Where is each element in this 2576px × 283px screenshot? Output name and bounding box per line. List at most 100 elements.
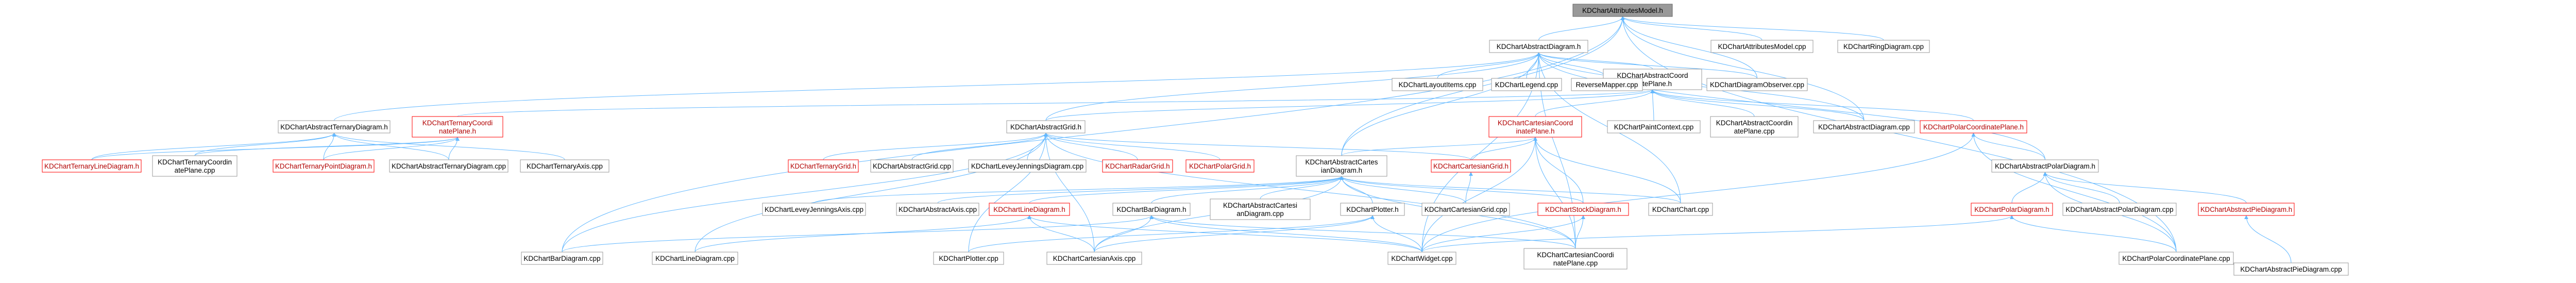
graph-node[interactable]: KDChartLeveyJenningsAxis.cpp [762,203,866,216]
graph-node[interactable]: KDChartPolarCoordinatePlane.cpp [2119,252,2234,265]
node-box [1210,198,1311,220]
graph-node[interactable]: KDChartTernaryAxis.cpp [520,159,609,173]
graph-node[interactable]: KDChartChart.cpp [1648,203,1713,216]
graph-node[interactable]: KDChartAbstractGrid.h [1006,120,1086,134]
graph-node[interactable]: KDChartAttributesModel.h [1572,4,1673,17]
graph-node[interactable]: KDChartAbstractTernaryDiagram.cpp [389,159,509,173]
graph-node[interactable]: KDChartLegend.cpp [1491,78,1562,91]
node-box [273,159,375,173]
edge-n1-n29 [1536,52,2045,160]
edge-n12-n27 [1341,137,1537,156]
graph-node[interactable]: KDChartAbstractPieDiagram.h [2198,203,2295,216]
node-box [1971,203,2053,216]
graph-node[interactable]: ReverseMapper.cpp [1571,78,1643,91]
graph-node[interactable]: KDChartAttributesModel.cpp [1710,40,1814,53]
node-box [1488,116,1582,138]
graph-node[interactable]: KDChartRingDiagram.cpp [1837,40,1930,53]
graph-node[interactable]: KDChartAbstractDiagram.cpp [1813,120,1915,134]
node-box [1991,159,2099,173]
edge-n11-n26 [1044,132,1221,160]
edge-n12-n28 [1470,137,1537,160]
graph-node[interactable]: KDChartBarDiagram.h [1112,203,1191,216]
node-box [652,252,738,265]
graph-node[interactable]: KDChartBarDiagram.cpp [521,252,603,265]
graph-node[interactable]: KDChartAbstractGrid.cpp [870,159,954,173]
graph-node[interactable]: KDChartRadarGrid.h [1102,159,1173,173]
graph-node[interactable]: KDChartTernaryLineDiagram.h [42,159,142,173]
graph-node[interactable]: KDChartPaintContext.cpp [1607,120,1701,134]
edge-n1-n27 [1341,52,1541,156]
edge-n27-n34 [1260,176,1344,199]
edge-n1-n8 [1536,52,1757,79]
edge-n10-n18 [194,137,460,156]
graph-node[interactable]: KDChartAbstractAxis.cpp [896,203,979,216]
node-box [968,159,1087,173]
graph-node[interactable]: KDChartPlotter.h [1340,203,1405,216]
edge-n39-n48 [2010,215,2177,253]
edge-n33-n46 [1149,215,1422,253]
node-label: KDChartLineDiagram.h [993,206,1065,213]
graph-node[interactable]: KDChartLineDiagram.cpp [652,252,738,265]
graph-node[interactable]: KDChartCartesianAxis.cpp [1046,252,1142,265]
node-box [1112,203,1191,216]
graph-node[interactable]: KDChartLeveyJenningsDiagram.cpp [968,159,1087,173]
edge-n9-n18 [194,132,336,156]
node-box [788,159,859,173]
node-label: KDChartCartesianAxis.cpp [1053,255,1136,262]
node-box [1813,120,1915,134]
graph-node[interactable]: KDChartLayoutItems.cpp [1392,78,1483,91]
graph-node[interactable]: KDChartAbstractPolarDiagram.h [1991,159,2099,173]
graph-node[interactable]: KDChartTernaryGrid.h [788,159,859,173]
node-label: KDChartAbstractPolarDiagram.cpp [2065,206,2173,213]
node-label: KDChartLeveyJenningsAxis.cpp [765,206,863,213]
edge-n11-n42 [562,132,1048,253]
node-box [1431,159,1511,173]
graph-node[interactable]: KDChartLineDiagram.h [989,203,1070,216]
graph-node[interactable]: KDChartTernaryPointDiagram.h [273,159,375,173]
graph-node[interactable]: KDChartWidget.cpp [1387,252,1456,265]
edge-n11-n43 [694,132,1048,253]
node-box [1421,203,1510,216]
node-box [412,116,503,138]
node-box [2062,203,2177,216]
node-box [1571,78,1643,91]
graph-node[interactable]: KDChartAbstractDiagram.h [1489,40,1588,53]
edge-n10-n19 [323,137,460,160]
graph-node[interactable]: KDChartDiagramObserver.cpp [1706,78,1808,91]
node-label: KDChartPlotter.h [1346,206,1398,213]
node-label: KDChartAbstractGrid.h [1010,123,1081,131]
node-box [389,159,509,173]
node-label: KDChartBarDiagram.h [1116,206,1186,213]
node-label: KDChartPaintContext.cpp [1614,123,1694,131]
graph-node[interactable]: KDChartAbstractTernaryDiagram.h [278,120,391,134]
edge-n35-n45 [1094,215,1375,253]
graph-node[interactable]: KDChartCartesianGrid.cpp [1421,203,1510,216]
edge-n37-n47 [1575,215,1585,249]
graph-node[interactable]: KDChartStockDiagram.h [1537,203,1629,216]
edge-n4-n10 [457,89,1654,117]
node-box [1340,203,1405,216]
graph-node[interactable]: KDChartCartesianGrid.h [1431,159,1511,173]
graph-node[interactable]: KDChartPlotter.cpp [933,252,1004,265]
edge-n12-n46 [1421,137,1537,253]
graph-node[interactable]: KDChartAbstractPolarDiagram.cpp [2062,203,2177,216]
node-box [896,203,979,216]
edge-n37-n46 [1421,215,1585,253]
edge-n0-n2 [1620,16,1762,41]
graph-node[interactable]: KDChartAbstractPieDiagram.cpp [2233,262,2349,276]
node-box [1491,78,1562,91]
graph-node[interactable]: KDChartPolarDiagram.h [1971,203,2053,216]
graph-node[interactable]: KDChartPolarCoordinatePlane.h [1920,120,2027,134]
node-label: KDChartLayoutItems.cpp [1399,81,1477,89]
edge-n11-n28 [1044,132,1471,160]
graph-node[interactable]: KDChartPolarGrid.h [1185,159,1255,173]
node-label: KDChartRadarGrid.h [1105,162,1170,170]
